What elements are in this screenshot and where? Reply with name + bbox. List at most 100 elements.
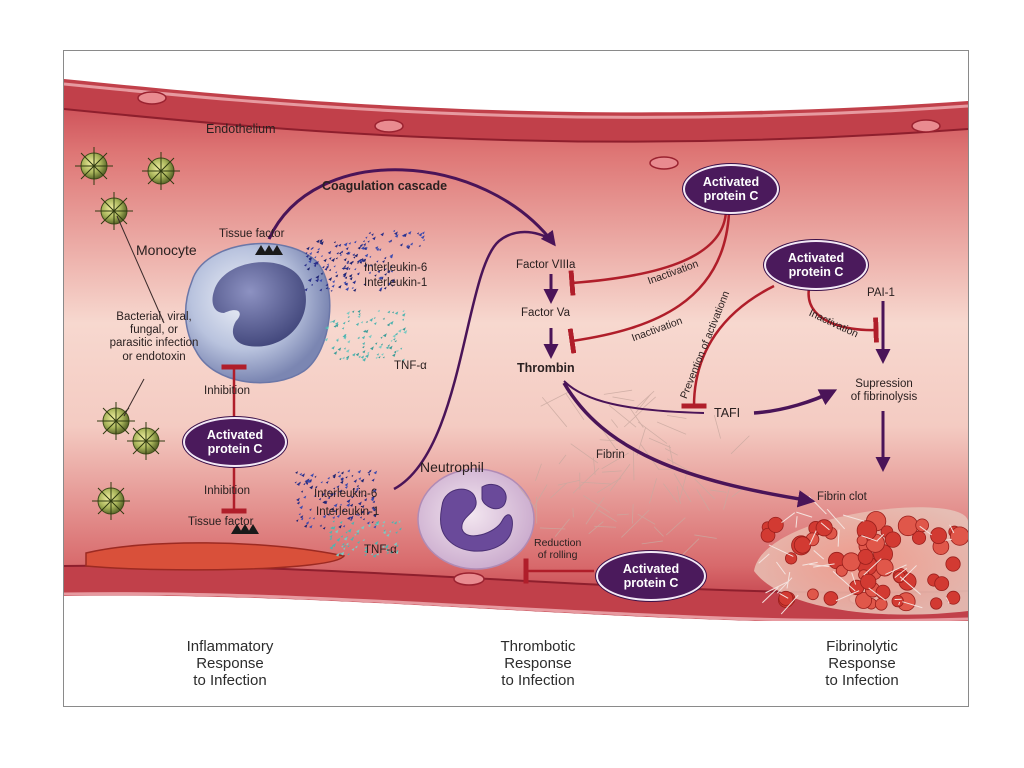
cytokine-particle <box>371 478 375 482</box>
cytokine-particle <box>343 347 346 350</box>
cytokine-particle <box>378 356 381 359</box>
cytokine-particle <box>369 255 372 258</box>
cytokine-particle <box>296 482 301 486</box>
cytokine-particle <box>319 241 324 246</box>
cytokine-particle <box>362 345 365 349</box>
cytokine-particle <box>376 260 379 263</box>
clot-fibrin-strand <box>949 524 955 534</box>
cytokine-particle <box>364 549 368 554</box>
tissue-factor-markers-top <box>231 245 283 534</box>
cytokine-particle <box>353 288 357 292</box>
clot-fibrin-strand <box>945 597 950 604</box>
cytokine-particle <box>336 485 340 489</box>
cytokine-particle <box>307 479 311 484</box>
cytokine-particle <box>418 244 421 247</box>
cytokine-particle <box>354 268 357 271</box>
cytokine-particle <box>394 340 397 343</box>
inflammatory-caption: Inflammatory Response to Infection <box>130 638 330 689</box>
clot-fibrin-strand <box>861 535 878 542</box>
fibrin-strand <box>609 463 631 492</box>
cytokine-particle <box>338 243 342 247</box>
cytokine-particle <box>316 250 320 254</box>
clot-red-cell <box>823 591 839 606</box>
clot-fibrin-strand <box>809 530 817 545</box>
cytokine-particle <box>402 358 405 362</box>
clot-fibrin-strand <box>898 601 901 606</box>
cytokine-particle <box>331 543 336 548</box>
cytokine-particle <box>369 317 373 322</box>
fibrin-strand <box>723 485 731 510</box>
cytokine-particle <box>387 281 391 286</box>
thrombotic-line1: Thrombotic <box>500 638 576 655</box>
apc-bottom-line2: protein C <box>623 576 679 590</box>
cytokine-particle <box>357 309 361 313</box>
cytokine-particle <box>328 257 332 260</box>
clot-red-cell <box>767 516 784 533</box>
fibrin-strand <box>554 518 570 537</box>
clot-red-cell <box>930 527 947 545</box>
clot-red-cell <box>860 573 877 590</box>
cytokine-particle <box>326 263 330 266</box>
cytokine-particle <box>362 240 365 243</box>
cytokine-particle <box>402 309 405 313</box>
fibrin-strand <box>588 521 604 535</box>
tissue-factor-bottom-label: Tissue factor <box>188 516 254 528</box>
monocyte-cell <box>184 242 331 384</box>
fibrin-strand <box>611 419 619 428</box>
thrombin-to-clot-arrow <box>562 382 816 508</box>
cytokine-particle <box>389 320 394 325</box>
cytokine-particle <box>400 347 403 350</box>
cytokine-particle <box>331 284 335 288</box>
cytokine-particle <box>322 526 326 530</box>
cytokine-particle <box>366 510 371 515</box>
clot-fibrin-strand <box>832 570 856 592</box>
fibrin-strand <box>664 448 678 456</box>
fibrin-strand <box>558 454 567 465</box>
cytokine-particle <box>357 469 362 474</box>
clot-red-cell <box>875 558 894 577</box>
cytokine-particle <box>358 258 362 262</box>
clot-fibrin-strand <box>796 511 813 518</box>
cytokine-particle <box>325 286 329 290</box>
cytokine-particle <box>296 497 300 502</box>
clot-fibrin-strand <box>820 522 830 531</box>
clot-fibrin-strand <box>894 567 908 579</box>
cytokine-particle <box>333 241 336 244</box>
cytokine-particle <box>387 344 390 347</box>
cytokine-particle <box>338 285 342 289</box>
fibrin-strand <box>572 508 574 518</box>
fibrin-strand <box>709 489 727 493</box>
cytokine-particle <box>373 470 378 475</box>
fibrin-strand <box>623 408 645 428</box>
interleukin6-top-label: Interleukin-6 <box>364 262 428 274</box>
monocyte-label: Monocyte <box>136 242 197 258</box>
cytokine-particle <box>376 247 380 252</box>
cytokine-particle <box>320 254 323 258</box>
cytokine-particle <box>325 283 329 287</box>
cytokine-particle <box>305 251 308 255</box>
inflammatory-line1: Inflammatory <box>186 638 274 655</box>
cytokine-particle <box>344 485 348 489</box>
cytokine-particle <box>396 549 399 553</box>
cytokine-particle <box>341 545 344 548</box>
cytokine-particle <box>342 272 347 277</box>
cytokine-particle <box>324 337 328 342</box>
cytokine-particle <box>332 473 337 478</box>
cytokine-particle <box>331 258 335 262</box>
fibrin-strand <box>637 513 656 525</box>
cytokine-particle <box>348 273 353 278</box>
interleukin1-top-label: Interleukin-1 <box>364 277 428 289</box>
cytokine-particle <box>351 495 354 499</box>
cytokine-particle <box>335 257 338 260</box>
cytokine-particle <box>313 494 317 498</box>
cytokine-particle <box>332 280 336 284</box>
cytokine-particle <box>351 310 355 313</box>
fibrin-strand <box>617 513 629 516</box>
fibrin-strand <box>663 483 678 503</box>
cytokine-particle <box>318 497 322 501</box>
cytokine-particle <box>335 274 339 278</box>
clot-fibrin-strand <box>899 576 921 595</box>
cytokine-particle <box>333 492 336 496</box>
cytokine-particle <box>310 473 314 477</box>
clot-red-cell <box>945 556 961 572</box>
